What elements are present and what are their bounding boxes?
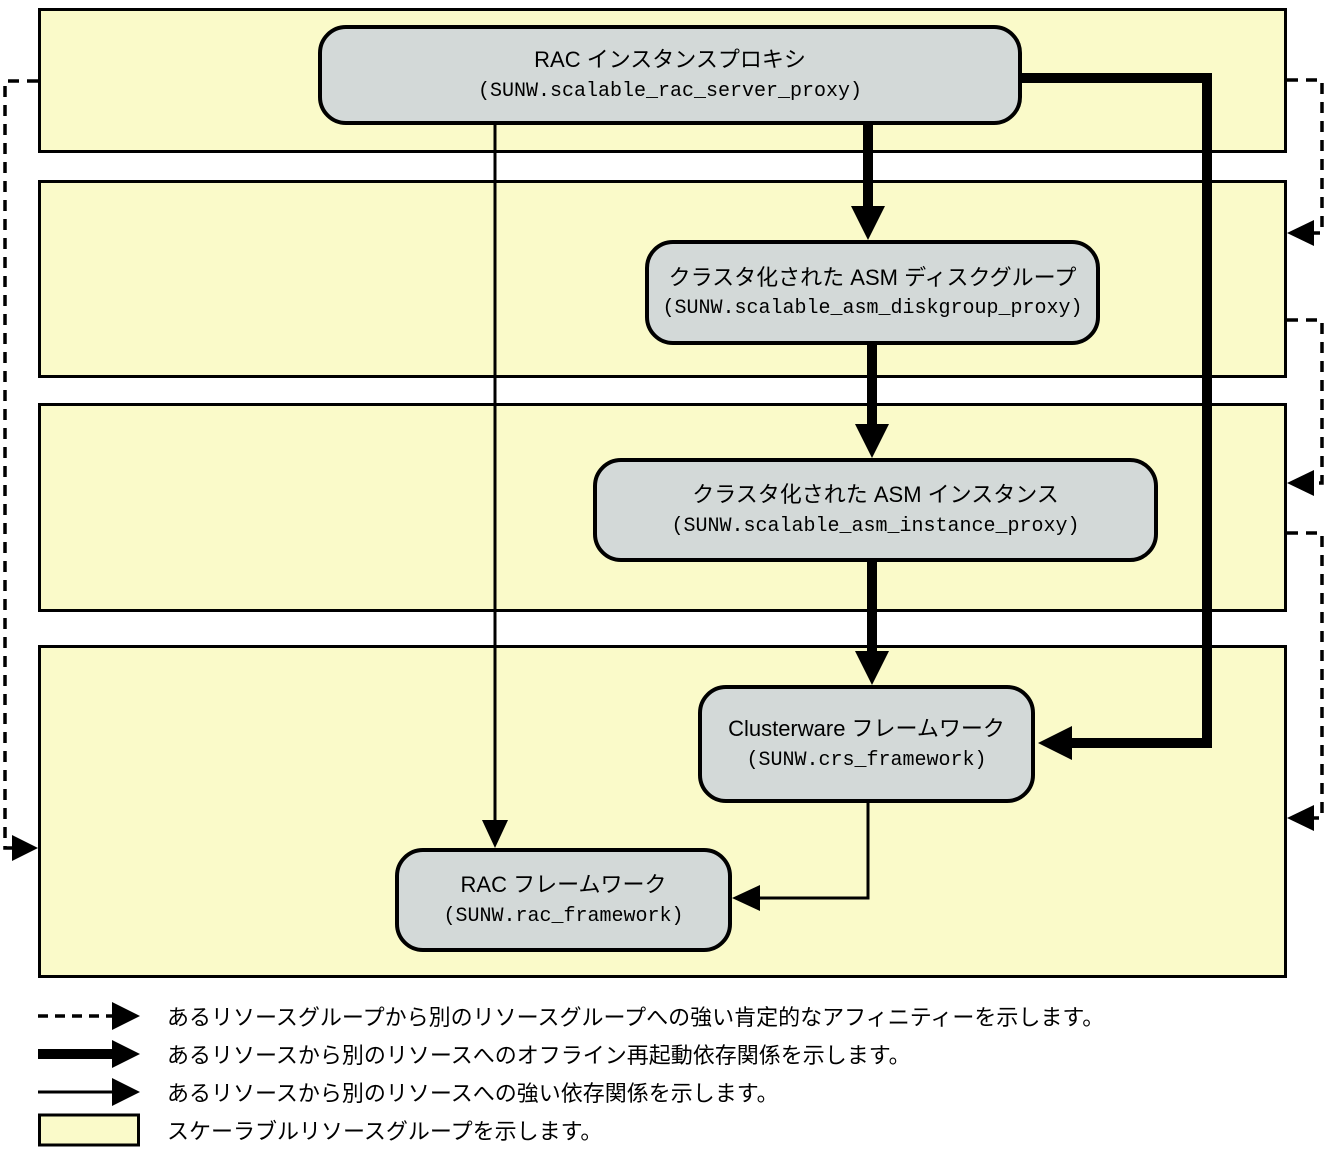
legend-row-affinity: あるリソースグループから別のリソースグループへの強い肯定的なアフィニティーを示し…	[38, 997, 1104, 1035]
node-resource: (SUNW.scalable_rac_server_proxy)	[477, 79, 863, 103]
dashed-arrow-icon	[38, 1002, 140, 1030]
affinity-arrow-left	[3, 79, 38, 861]
node-clustered-asm-diskgroup: クラスタ化された ASM ディスクグループ (SUNW.scalable_asm…	[645, 240, 1100, 345]
node-resource: (SUNW.crs_framework)	[746, 748, 987, 772]
node-title: クラスタ化された ASM インスタンス	[692, 482, 1059, 508]
legend: あるリソースグループから別のリソースグループへの強い肯定的なアフィニティーを示し…	[38, 997, 1104, 1149]
legend-row-scalable-group: スケーラブルリソースグループを示します。	[38, 1111, 1104, 1149]
node-clusterware-framework: Clusterware フレームワーク (SUNW.crs_framework)	[698, 685, 1035, 803]
legend-label: あるリソースグループから別のリソースグループへの強い肯定的なアフィニティーを示し…	[167, 1005, 1105, 1030]
node-title: クラスタ化された ASM ディスクグループ	[668, 264, 1077, 290]
node-title: Clusterware フレームワーク	[728, 716, 1005, 742]
node-title: RAC フレームワーク	[460, 872, 667, 898]
node-title: RAC インスタンスプロキシ	[534, 47, 806, 73]
node-resource: (SUNW.scalable_asm_instance_proxy)	[671, 514, 1080, 538]
legend-label: スケーラブルリソースグループを示します。	[167, 1119, 603, 1144]
thick-arrow-icon	[38, 1040, 140, 1068]
affinity-arrow-right-1	[1287, 78, 1324, 246]
legend-row-offline-restart: あるリソースから別のリソースへのオフライン再起動依存関係を示します。	[38, 1035, 1104, 1073]
node-rac-framework: RAC フレームワーク (SUNW.rac_framework)	[395, 848, 732, 952]
affinity-arrow-right-2	[1287, 318, 1324, 496]
legend-row-strong-dependency: あるリソースから別のリソースへの強い依存関係を示します。	[38, 1073, 1104, 1111]
node-resource: (SUNW.rac_framework)	[443, 904, 684, 928]
node-resource: (SUNW.scalable_asm_diskgroup_proxy)	[662, 297, 1083, 321]
node-rac-instance-proxy: RAC インスタンスプロキシ (SUNW.scalable_rac_server…	[318, 25, 1022, 125]
legend-label: あるリソースから別のリソースへのオフライン再起動依存関係を示します。	[167, 1043, 911, 1068]
legend-label: あるリソースから別のリソースへの強い依存関係を示します。	[167, 1081, 779, 1106]
scalable-group-box-icon	[38, 1113, 140, 1147]
thin-arrow-icon	[38, 1078, 140, 1106]
affinity-arrow-right-3	[1287, 531, 1324, 831]
node-clustered-asm-instance: クラスタ化された ASM インスタンス (SUNW.scalable_asm_i…	[593, 458, 1158, 562]
